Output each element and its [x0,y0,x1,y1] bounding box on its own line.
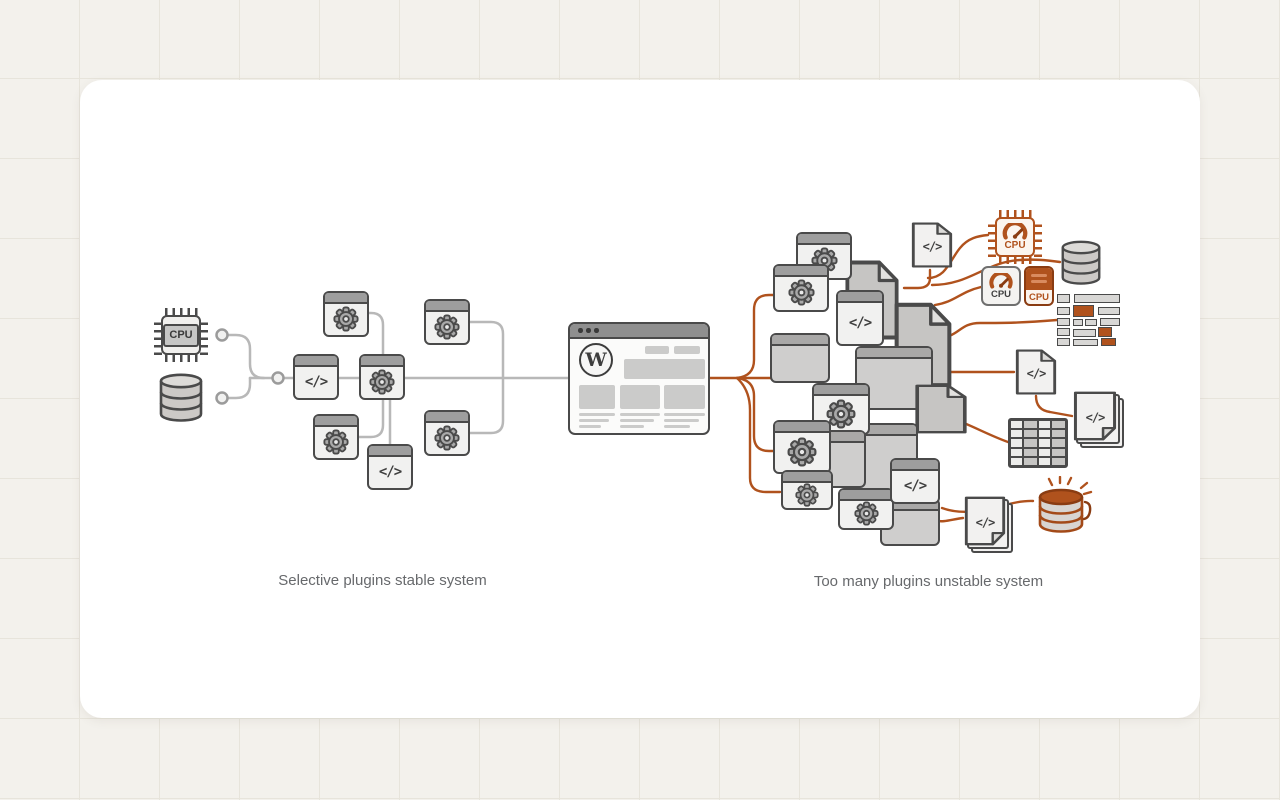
chip-pins [1034,221,1042,257]
gear-plugin-box [313,414,359,460]
document-icon [913,383,969,435]
gear-plugin-box [773,264,829,312]
gear-icon [434,313,460,340]
junction-nodes [215,328,285,405]
chip-pins [200,319,208,355]
right-system-caption: Too many plugins unstable system [813,573,1044,590]
gauge-icon [1002,223,1028,240]
window-dot-icon [578,328,583,333]
text-line-placeholder [579,425,601,428]
cpu-chip-icon: CPU [154,308,208,362]
browser-titlebar [570,324,708,339]
text-line-placeholder [664,419,699,422]
server-line [1031,274,1047,277]
chip-body: CPU [995,217,1035,257]
gear-icon [787,437,817,466]
gear-icon [853,501,879,526]
gear-icon [434,424,460,451]
spreadsheet-table-icon [1008,418,1068,468]
wordpress-site-window: W [568,322,710,435]
gear-plugin-box [424,410,470,456]
gear-icon [323,428,349,455]
text-line-placeholder [620,425,644,428]
content-placeholder [579,385,615,409]
left-system-caption: Selective plugins stable system [278,572,487,589]
code-icon: </> [378,463,402,480]
window-dot-icon [586,328,591,333]
cpu-label: CPU [990,288,1012,300]
code-icon: </> [848,314,872,331]
code-icon: </> [975,515,996,530]
code-icon: </> [1085,410,1106,425]
text-line-placeholder [664,425,690,428]
server-top [1026,268,1052,291]
content-placeholder [620,385,660,409]
cpu-label: CPU [1004,240,1026,251]
wordpress-logo: W [579,343,613,377]
cpu-gauge-icon: CPU [981,266,1021,306]
text-line-placeholder [579,419,609,422]
gear-icon [826,399,856,428]
chip-pins [154,319,162,355]
text-line-placeholder [579,413,615,416]
code-plugin-box: </> [890,458,940,504]
database-icon [158,372,204,424]
code-plugin-box: </> [293,354,339,400]
chip-pins [999,256,1035,264]
gear-plugin-box [781,470,833,510]
gray-wires [225,311,570,446]
cpu-label: CPU [163,323,199,347]
content-board-icon [1057,294,1120,346]
wordpress-initial: W [585,349,607,371]
code-file-icon: </> [963,495,1007,547]
gear-plugin-box [359,354,405,400]
code-icon: </> [304,373,328,390]
gear-plugin-box [424,299,470,345]
server-line [1031,280,1047,283]
code-icon: </> [922,239,943,254]
stacked-code-files-icon: </> [1072,390,1126,450]
overloaded-cpu-chip-icon: CPU [988,210,1042,264]
plugin-box [770,333,830,383]
hero-placeholder [624,359,705,379]
chip-pins [165,308,201,316]
code-icon: </> [1026,366,1047,381]
window-dot-icon [594,328,599,333]
illustration-card: CPU </> </> [80,80,1200,718]
gear-icon [795,482,819,507]
gear-plugin-box [323,291,369,337]
text-line-placeholder [664,413,705,416]
gear-plugin-box [838,488,894,530]
database-icon [1060,238,1102,288]
chip-pins [988,221,996,257]
code-plugin-box: </> [836,290,884,346]
gear-icon [369,368,395,395]
cpu-label: CPU [1028,291,1050,303]
gear-icon [787,279,815,306]
code-plugin-box: </> [367,444,413,490]
gauge-icon [989,272,1013,289]
stacked-code-files-icon: </> [963,495,1015,555]
stressed-database-icon [1032,475,1094,538]
code-icon: </> [903,477,927,494]
text-line-placeholder [620,413,660,416]
code-file-icon: </> [1072,390,1118,442]
code-file-icon: </> [1014,348,1058,396]
code-file-icon: </> [910,221,954,269]
gear-plugin-box [773,420,831,474]
nav-placeholder [674,346,700,354]
text-line-placeholder [620,419,654,422]
chip-pins [165,354,201,362]
nav-placeholder [645,346,669,354]
content-placeholder [664,385,705,409]
gear-icon [333,305,359,332]
chip-pins [999,210,1035,218]
chip-body: CPU [161,315,201,355]
cpu-server-icon: CPU [1024,266,1054,306]
